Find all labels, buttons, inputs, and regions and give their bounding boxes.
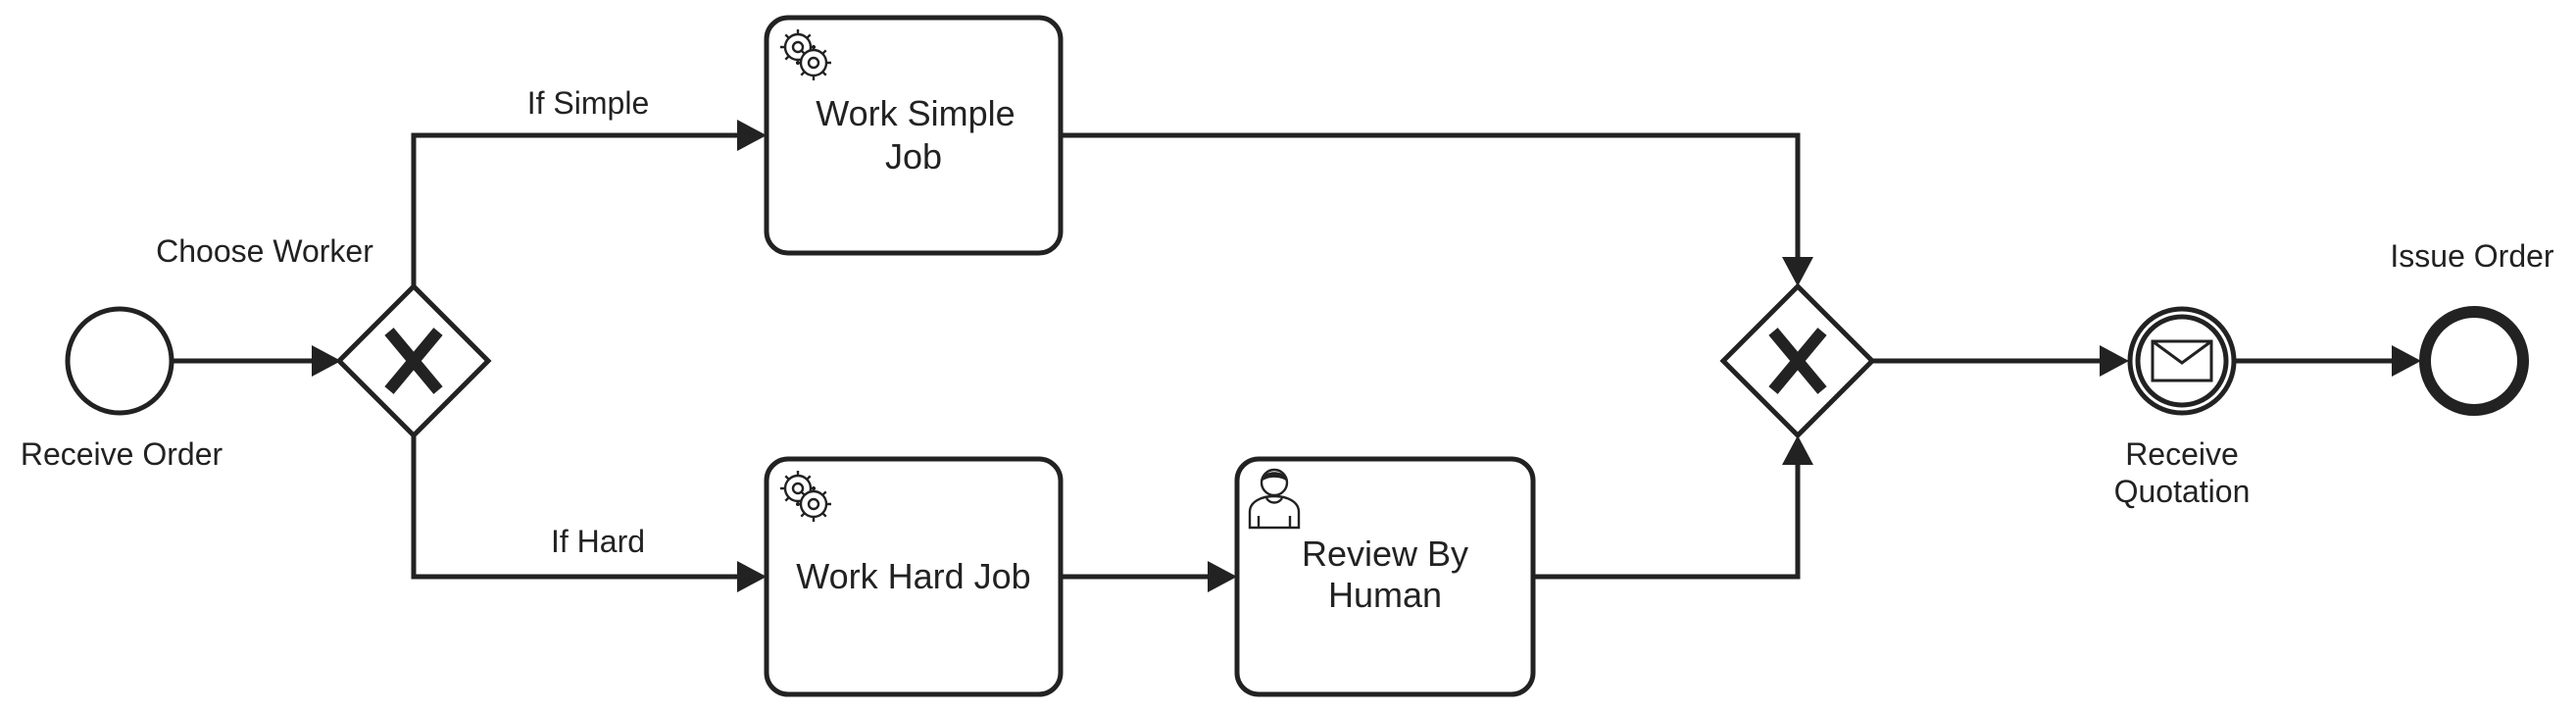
flow-review-to-merge[interactable] <box>1533 465 1801 580</box>
arrowhead-merge-to-message <box>2100 345 2129 377</box>
exclusive-gateway-split[interactable] <box>335 282 492 439</box>
task-work-simple-label-line2: Job <box>885 136 942 177</box>
task-work-simple-job[interactable]: Work Simple Job <box>764 15 1064 256</box>
exclusive-gateway-merge[interactable] <box>1719 282 1876 439</box>
task-review-label-line2: Human <box>1328 575 1442 615</box>
flow-simple-to-merge[interactable] <box>1061 132 1801 257</box>
end-event[interactable] <box>2419 306 2529 416</box>
envelope-icon <box>2151 339 2213 382</box>
message-catch-event[interactable] <box>2127 306 2237 416</box>
flow-label-if-hard: If Hard <box>551 524 645 559</box>
flow-if-hard[interactable] <box>411 435 737 580</box>
arrowhead-review-to-merge <box>1782 435 1813 465</box>
flow-if-simple[interactable] <box>411 132 737 286</box>
service-gear-icon <box>780 471 831 522</box>
arrowhead-if-simple <box>737 120 767 151</box>
arrowhead-simple-to-merge <box>1782 257 1813 286</box>
service-gear-icon <box>780 29 831 80</box>
start-event-label: Receive Order <box>21 436 223 472</box>
arrowhead-hard-to-review <box>1208 561 1237 592</box>
sequence-flows <box>173 120 2421 592</box>
gateway-split-label: Choose Worker <box>156 233 373 269</box>
arrowhead-message-to-end <box>2392 345 2421 377</box>
arrowhead-if-hard <box>737 561 767 592</box>
user-icon <box>1248 468 1301 530</box>
gateway-x-icon <box>384 328 443 394</box>
gateway-x-icon <box>1768 328 1827 394</box>
message-event-label-line1: Receive <box>2125 436 2239 472</box>
flow-label-if-simple: If Simple <box>527 85 649 121</box>
task-review-by-human[interactable]: Review By Human <box>1234 456 1536 697</box>
task-work-hard-label: Work Hard Job <box>796 556 1030 596</box>
end-event-label: Issue Order <box>2390 238 2554 274</box>
task-work-simple-label-line1: Work Simple <box>816 93 1015 133</box>
message-event-label-line2: Quotation <box>2114 474 2251 509</box>
arrowhead-start-to-gateway <box>312 345 341 377</box>
start-event[interactable] <box>65 306 174 416</box>
task-work-hard-job[interactable]: Work Hard Job <box>764 456 1064 697</box>
task-review-label-line1: Review By <box>1302 534 1468 574</box>
